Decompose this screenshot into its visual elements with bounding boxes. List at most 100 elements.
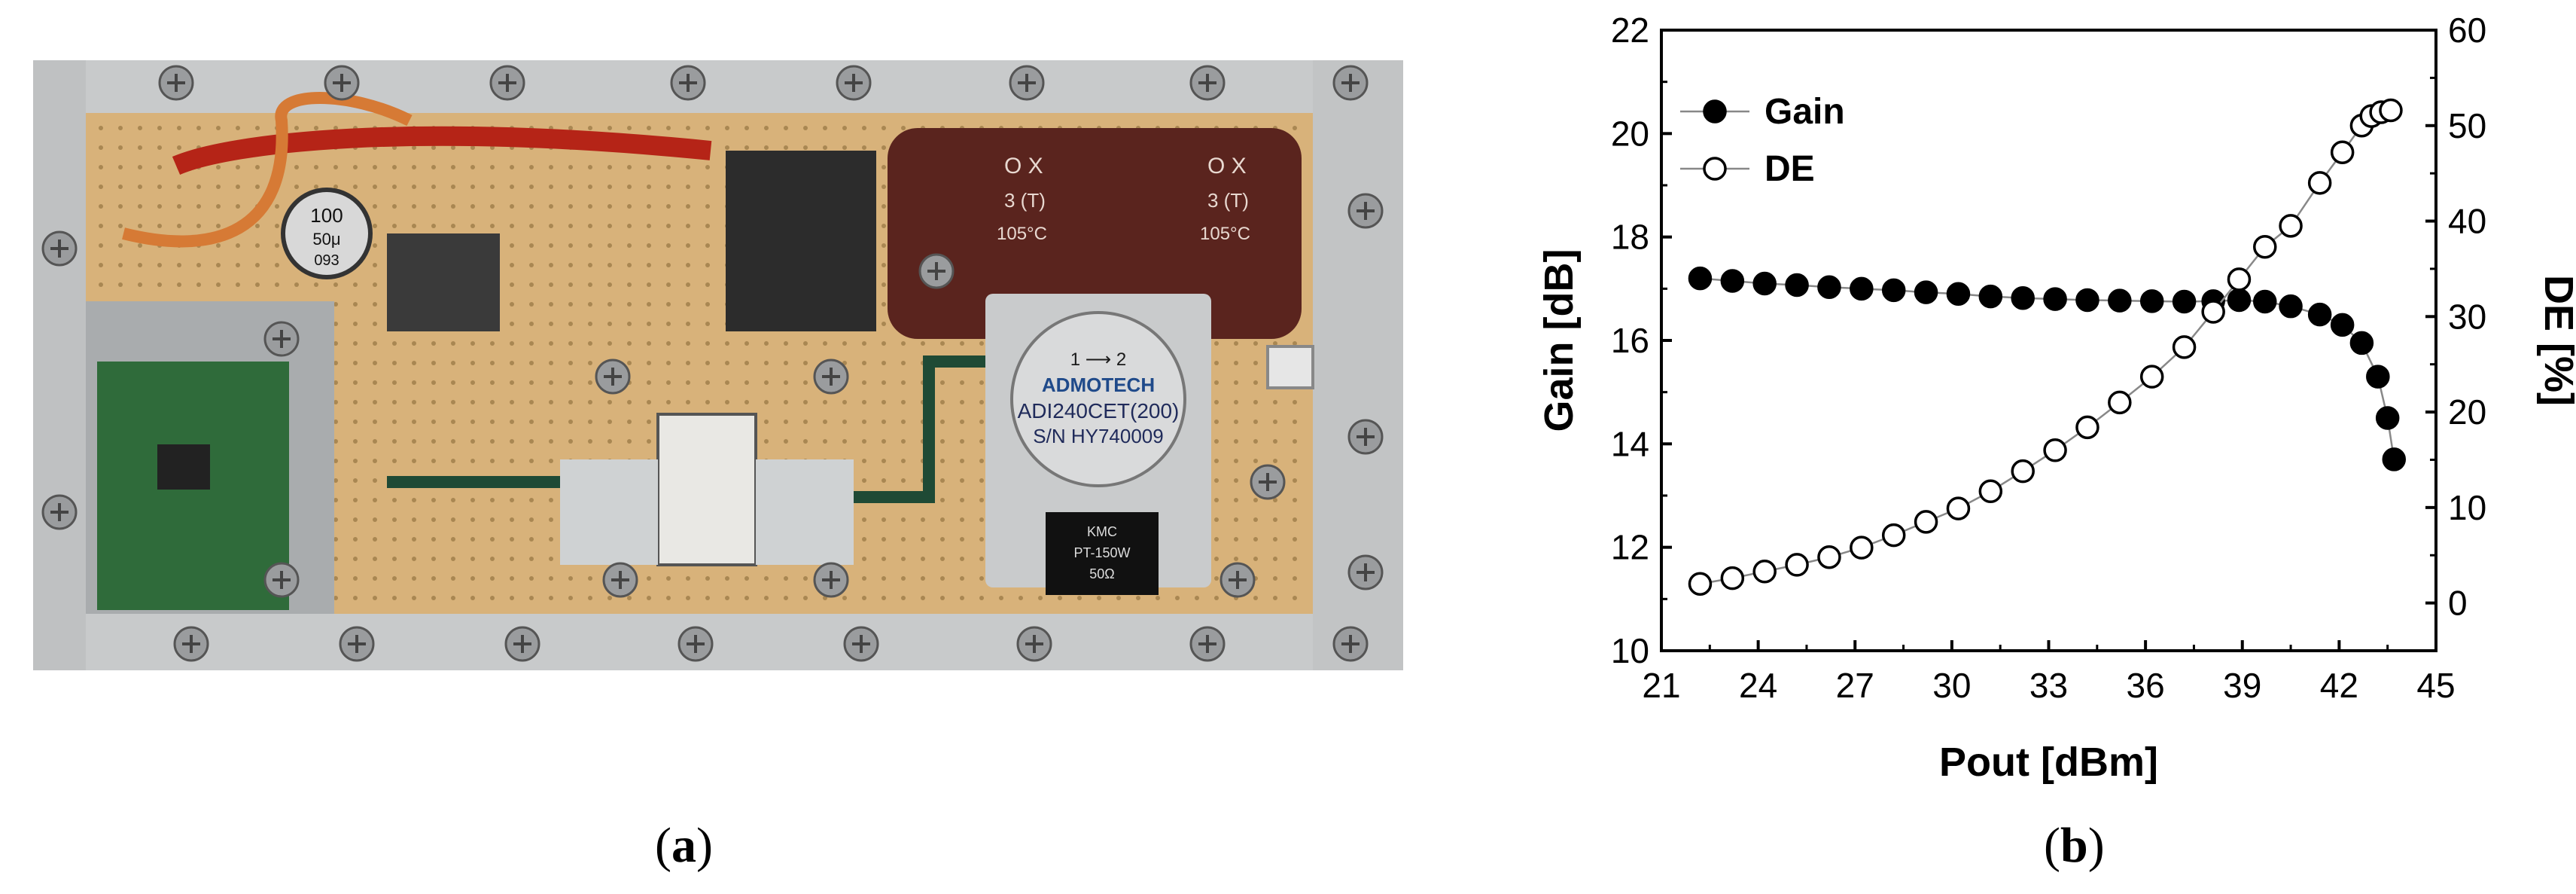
microstrip-line-out (854, 355, 1012, 503)
perfboard-hole (451, 380, 455, 385)
legend-marker (1703, 99, 1727, 124)
perfboard-hole (333, 185, 338, 189)
perfboard-hole (627, 596, 632, 600)
perfboard-hole (1273, 459, 1277, 463)
perfboard-hole (392, 341, 397, 346)
isolator-label-disc (1010, 311, 1186, 487)
perfboard-hole (216, 126, 221, 130)
series-de (1688, 98, 2403, 597)
perfboard-hole (431, 596, 436, 600)
perfboard-hole (412, 596, 416, 600)
data-point (1914, 510, 1938, 534)
perfboard-hole (764, 400, 769, 404)
perfboard-hole (627, 204, 632, 209)
capacitor-mark-right: O X (1207, 154, 1247, 178)
perfboard-hole (666, 282, 671, 287)
perfboard-hole (1116, 596, 1121, 600)
perfboard-hole (412, 459, 416, 463)
perfboard-hole (842, 400, 847, 404)
capacitor-temp-right: 105°C (1200, 224, 1250, 244)
perfboard-hole (490, 361, 495, 365)
perfboard-hole (510, 537, 514, 542)
perfboard-hole (1253, 557, 1258, 561)
perfboard-hole (686, 185, 690, 189)
perfboard-hole (705, 400, 710, 404)
x-tick-label: 33 (2029, 666, 2068, 705)
perfboard-hole (1234, 537, 1238, 542)
perfboard-hole (157, 145, 162, 150)
perfboard-hole (1293, 537, 1297, 542)
perfboard-hole (333, 596, 338, 600)
perfboard-hole (451, 341, 455, 346)
perfboard-hole (862, 557, 866, 561)
perfboard-hole (647, 361, 651, 365)
perfboard-hole (803, 126, 808, 130)
perfboard-hole (705, 596, 710, 600)
perfboard-hole (392, 576, 397, 581)
perfboard-hole (901, 420, 906, 424)
perfboard-hole (451, 185, 455, 189)
perfboard-hole (138, 243, 142, 248)
perfboard-hole (99, 185, 103, 189)
perfboard-hole (607, 439, 612, 444)
x-tick-label: 45 (2416, 666, 2455, 705)
perfboard-hole (1253, 596, 1258, 600)
perfboard-hole (470, 145, 475, 150)
perfboard-hole (666, 126, 671, 130)
perfboard-hole (979, 596, 984, 600)
perfboard-hole (216, 185, 221, 189)
perfboard-hole (373, 380, 377, 385)
perfboard-hole (882, 400, 886, 404)
perfboard-hole (373, 576, 377, 581)
perfboard-hole (1253, 439, 1258, 444)
perfboard-hole (529, 302, 534, 307)
data-point (1978, 284, 2003, 309)
perfboard-hole (940, 400, 945, 404)
perfboard-hole (627, 400, 632, 404)
termination-load (1046, 512, 1159, 595)
perfboard-hole (157, 204, 162, 209)
perfboard-hole (99, 204, 103, 209)
perfboard-hole (744, 341, 749, 346)
perfboard-hole (392, 204, 397, 209)
perfboard-hole (666, 322, 671, 326)
perfboard-hole (882, 341, 886, 346)
data-point (1752, 271, 1777, 296)
perfboard-hole (647, 420, 651, 424)
perfboard-hole (412, 400, 416, 404)
perfboard-hole (549, 459, 553, 463)
perfboard-hole (138, 204, 142, 209)
perfboard-hole (392, 459, 397, 463)
perfboard-hole (1273, 341, 1277, 346)
data-point (1881, 278, 1906, 303)
perfboard-hole (1234, 459, 1238, 463)
termination-model-label: PT-150W (1073, 545, 1130, 560)
perfboard-hole (901, 557, 906, 561)
perfboard-hole (490, 576, 495, 581)
x-axis-title: Pout [dBm] (1939, 740, 2158, 785)
perfboard-hole (490, 185, 495, 189)
perfboard-hole (744, 400, 749, 404)
x-tick-label: 24 (1739, 666, 1777, 705)
perfboard-hole (412, 420, 416, 424)
perfboard-hole (823, 126, 827, 130)
perfboard-hole (862, 439, 866, 444)
legend-label-de: DE (1765, 149, 1815, 189)
perfboard-hole (470, 204, 475, 209)
perfboard-hole (686, 302, 690, 307)
perfboard-hole (373, 282, 377, 287)
perfboard-hole (353, 596, 358, 600)
y2-tick-label: 60 (2448, 11, 2486, 50)
perfboard-hole (607, 420, 612, 424)
perfboard-hole (431, 439, 436, 444)
data-point (1688, 572, 1713, 597)
perfboard-hole (979, 439, 984, 444)
perfboard-hole (157, 282, 162, 287)
perfboard-hole (529, 537, 534, 542)
perfboard-hole (588, 380, 592, 385)
perfboard-hole (862, 341, 866, 346)
perfboard-hole (1234, 380, 1238, 385)
data-point (2279, 214, 2303, 238)
perfboard-hole (470, 165, 475, 169)
